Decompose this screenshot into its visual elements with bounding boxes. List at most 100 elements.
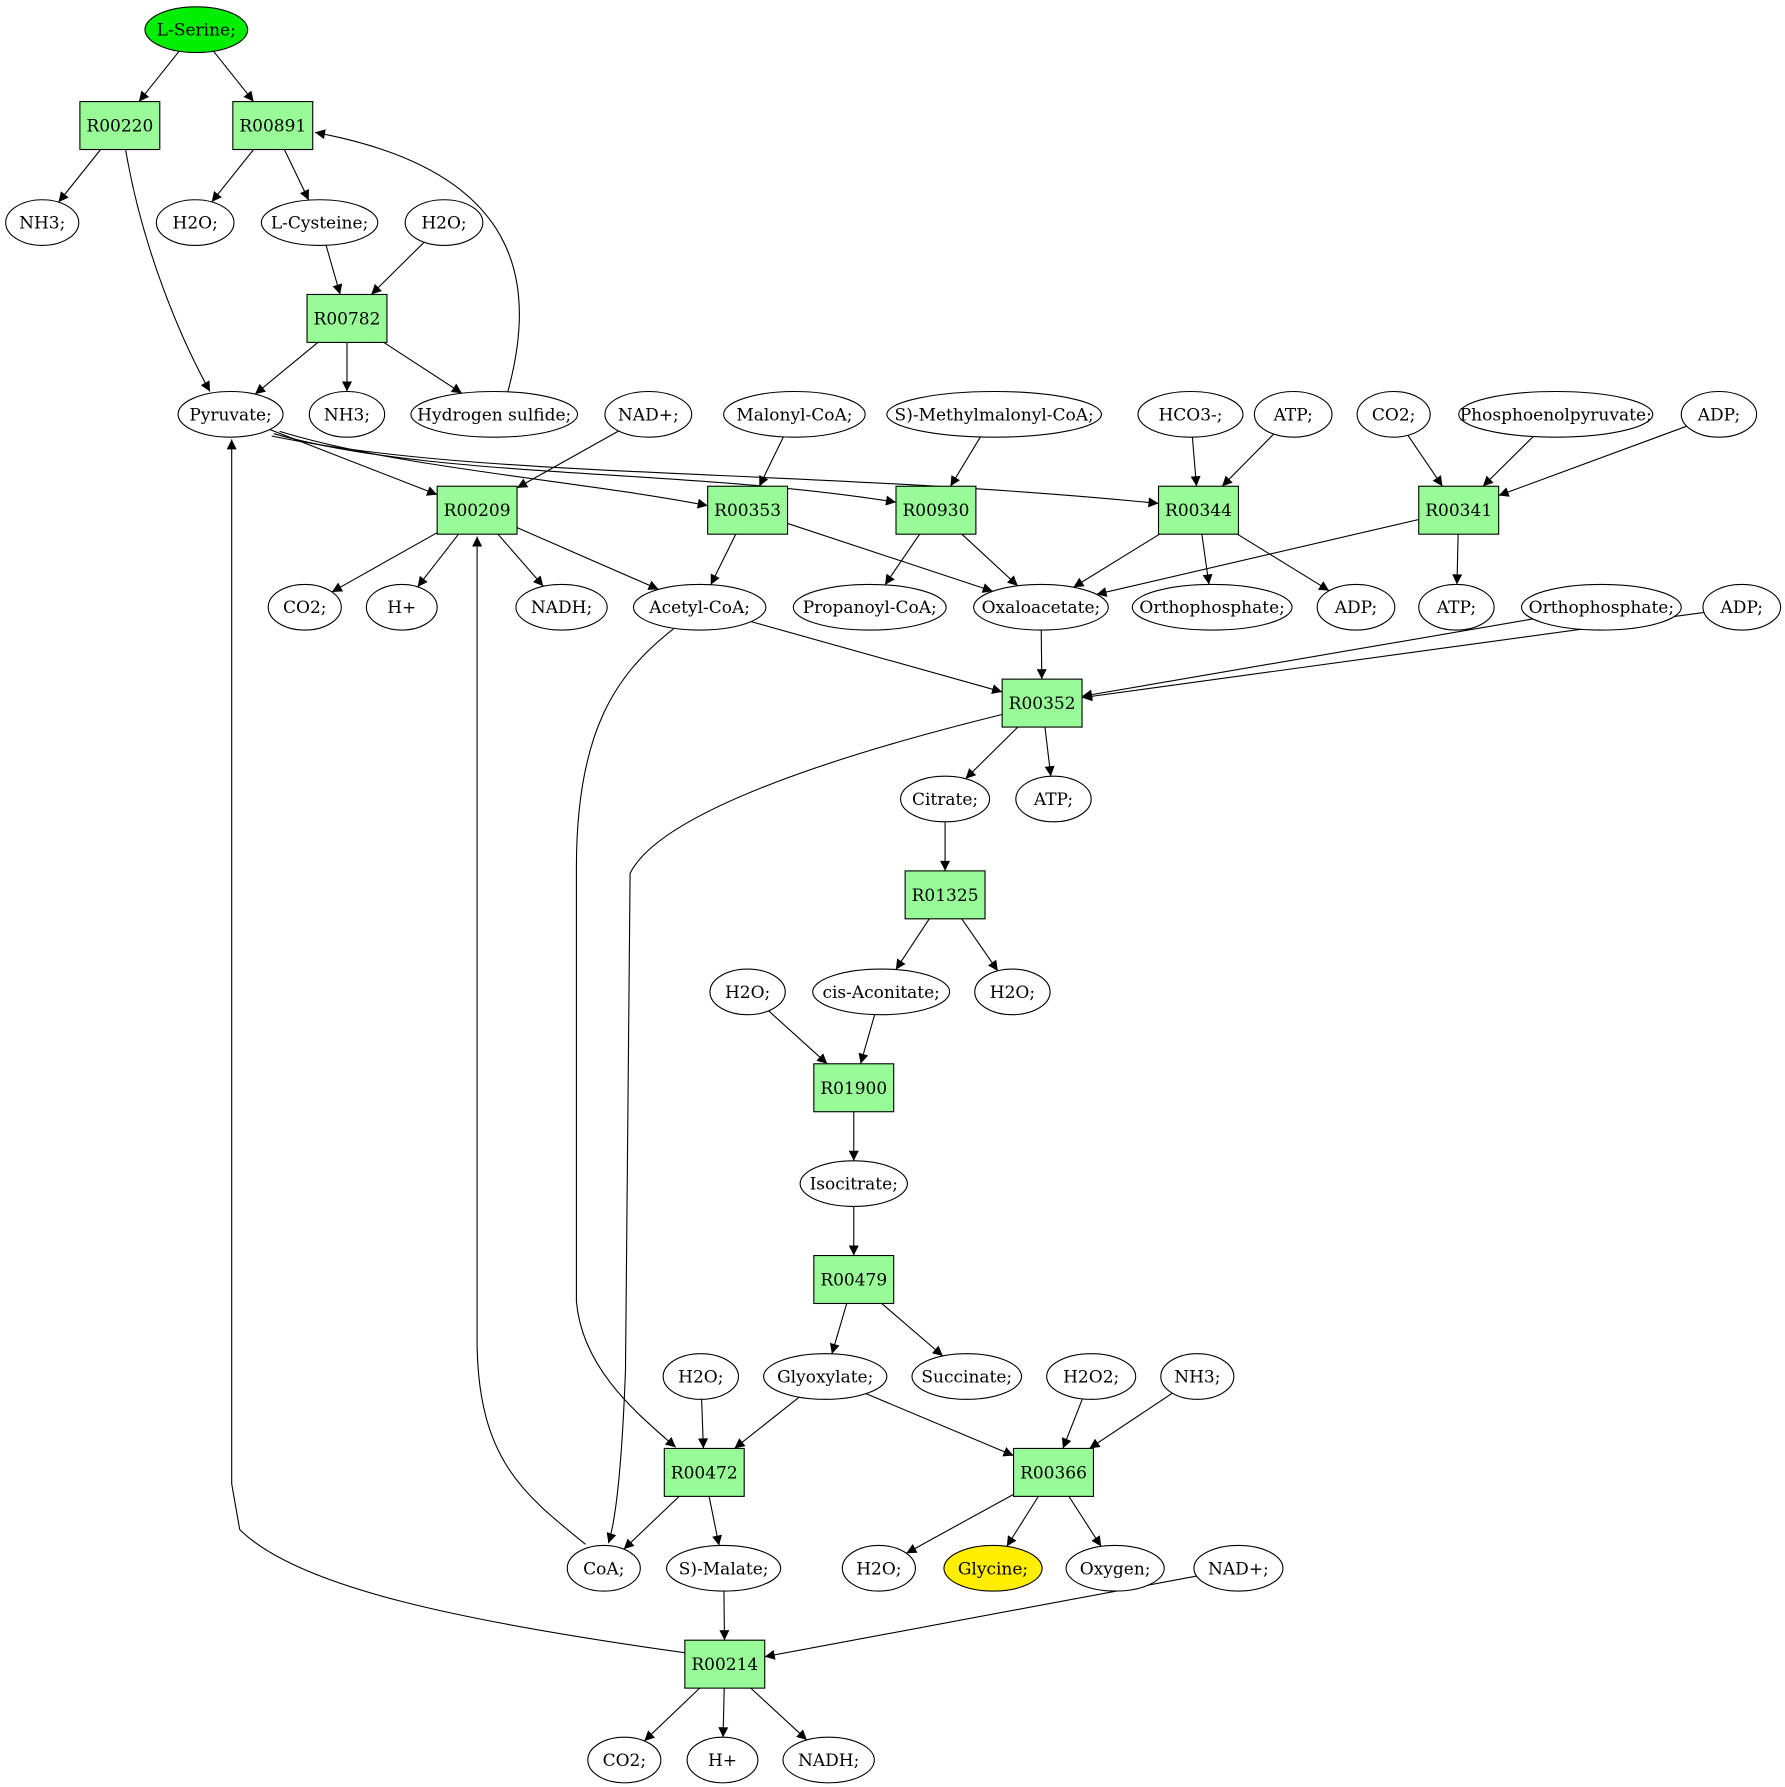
compound-node-co2_a[interactable]: CO2; bbox=[1356, 390, 1431, 438]
edge-r00353-c_oxaloacetate bbox=[787, 522, 993, 593]
compound-node-h2o_e[interactable]: H2O; bbox=[662, 1353, 740, 1400]
compound-node-nh3_b[interactable]: NH3; bbox=[308, 390, 386, 438]
compound-node-h2o_d[interactable]: H2O; bbox=[974, 968, 1051, 1016]
compound-ellipse bbox=[365, 583, 438, 631]
compound-ellipse bbox=[587, 1736, 662, 1784]
compound-node-co2_b[interactable]: CO2; bbox=[267, 583, 342, 631]
compound-ellipse bbox=[709, 968, 786, 1016]
reaction-node-r00353[interactable]: R00353 bbox=[707, 485, 789, 535]
compound-ellipse bbox=[566, 1544, 641, 1592]
compound-node-succinate[interactable]: Succinate; bbox=[911, 1353, 1023, 1400]
compound-node-pyruvate[interactable]: Pyruvate; bbox=[177, 390, 284, 438]
compound-label: NH3; bbox=[324, 405, 370, 425]
reaction-node-r00782[interactable]: R00782 bbox=[306, 293, 388, 343]
reaction-label: R00220 bbox=[86, 117, 153, 137]
compound-node-isocitrate[interactable]: Isocitrate; bbox=[799, 1160, 908, 1208]
reaction-node-r00344[interactable]: R00344 bbox=[1157, 485, 1239, 535]
compound-label: NADH; bbox=[798, 1751, 859, 1771]
compound-ellipse bbox=[1137, 390, 1244, 438]
reaction-node-r00472[interactable]: R00472 bbox=[663, 1447, 745, 1497]
compound-label: NAD+; bbox=[1208, 1559, 1269, 1579]
compound-node-oxaloacetate[interactable]: Oxaloacetate; bbox=[973, 583, 1109, 631]
edge-r00366-c_h2o_f bbox=[906, 1493, 1014, 1554]
reaction-box bbox=[813, 1063, 895, 1113]
compound-node-ortho_a[interactable]: Orthophosphate; bbox=[1131, 583, 1293, 631]
compound-node-acetylcoa[interactable]: Acetyl-CoA; bbox=[632, 583, 767, 631]
compound-node-pep[interactable]: Phosphoenolpyruvate; bbox=[1458, 390, 1654, 438]
compound-node-oxygen[interactable]: Oxygen; bbox=[1065, 1544, 1165, 1592]
compound-node-glycine[interactable]: Glycine; bbox=[943, 1544, 1043, 1592]
compound-node-h2o_a[interactable]: H2O; bbox=[155, 199, 235, 246]
compound-node-propanoylcoa[interactable]: Propanoyl-CoA; bbox=[792, 583, 947, 631]
reaction-node-r00220[interactable]: R00220 bbox=[79, 101, 161, 151]
compound-node-hplus_b[interactable]: H+ bbox=[686, 1736, 759, 1784]
compound-node-glyoxylate[interactable]: Glyoxylate; bbox=[763, 1353, 888, 1400]
reaction-node-r00479[interactable]: R00479 bbox=[813, 1254, 895, 1305]
compound-node-atp_b[interactable]: ATP; bbox=[1418, 583, 1495, 631]
compound-ellipse bbox=[911, 1353, 1023, 1400]
compound-node-nh3_c[interactable]: NH3; bbox=[1160, 1353, 1235, 1400]
compound-node-smalate[interactable]: S)-Malate; bbox=[666, 1544, 782, 1592]
compound-ellipse bbox=[1015, 775, 1092, 823]
compound-ellipse bbox=[974, 968, 1051, 1016]
compound-ellipse bbox=[1702, 583, 1782, 631]
compound-ellipse bbox=[973, 583, 1109, 631]
reaction-node-r01325[interactable]: R01325 bbox=[904, 870, 986, 920]
reaction-label: R00353 bbox=[714, 501, 781, 521]
compound-node-h2o2[interactable]: H2O2; bbox=[1046, 1353, 1137, 1400]
edge-pyruvate-r00344 bbox=[271, 435, 1159, 508]
edge-c_hco3-r00344 bbox=[1190, 437, 1201, 487]
compound-node-methylmalonylcoa[interactable]: S)-Methylmalonyl-CoA; bbox=[886, 390, 1103, 438]
compound-label: H2O; bbox=[678, 1368, 723, 1388]
reaction-node-r00366[interactable]: R00366 bbox=[1013, 1447, 1095, 1497]
compound-node-h2o_f[interactable]: H2O; bbox=[841, 1544, 916, 1592]
compound-node-ortho_b[interactable]: Orthophosphate; bbox=[1520, 583, 1682, 631]
edge-r00479-c_glyoxylate bbox=[829, 1303, 848, 1354]
reaction-node-r00930[interactable]: R00930 bbox=[895, 485, 977, 535]
compound-node-nadp_b[interactable]: NAD+; bbox=[1193, 1544, 1284, 1592]
reaction-node-r01900[interactable]: R01900 bbox=[813, 1063, 895, 1113]
compound-node-h2o_b[interactable]: H2O; bbox=[404, 199, 484, 246]
compound-node-nadp_a[interactable]: NAD+; bbox=[604, 390, 693, 438]
compound-label: Orthophosphate; bbox=[1139, 598, 1284, 618]
compound-node-h2s[interactable]: Hydrogen sulfide; bbox=[410, 390, 579, 438]
compound-node-citrate[interactable]: Citrate; bbox=[900, 775, 991, 823]
reaction-node-r00209[interactable]: R00209 bbox=[436, 485, 518, 535]
compound-node-malonylcoa[interactable]: Malonyl-CoA; bbox=[723, 390, 866, 438]
compound-node-hco3[interactable]: HCO3-; bbox=[1137, 390, 1244, 438]
compound-node-atp_a[interactable]: ATP; bbox=[1253, 390, 1333, 438]
reaction-node-r00891[interactable]: R00891 bbox=[232, 101, 314, 151]
compound-label: S)-Malate; bbox=[679, 1559, 769, 1579]
edge-r00366-c_oxygen bbox=[1068, 1496, 1102, 1547]
compound-ellipse bbox=[763, 1353, 888, 1400]
compound-ellipse bbox=[5, 199, 80, 246]
compound-node-adp_c[interactable]: ADP; bbox=[1702, 583, 1782, 631]
compound-node-nadh_b[interactable]: NADH; bbox=[782, 1736, 875, 1784]
compound-node-coa[interactable]: CoA; bbox=[566, 1544, 641, 1592]
reaction-box bbox=[684, 1639, 766, 1689]
compound-node-nh3_a[interactable]: NH3; bbox=[5, 199, 80, 246]
compound-node-serine[interactable]: L-Serine; bbox=[144, 6, 249, 54]
reaction-label: R00472 bbox=[671, 1463, 738, 1483]
compound-node-cysteine[interactable]: L-Cysteine; bbox=[260, 199, 379, 246]
reaction-box bbox=[707, 485, 789, 535]
compound-ellipse bbox=[410, 390, 579, 438]
compound-node-adp_b[interactable]: ADP; bbox=[1316, 583, 1396, 631]
compound-node-cisaconitate[interactable]: cis-Aconitate; bbox=[812, 968, 951, 1016]
compound-node-atp_c[interactable]: ATP; bbox=[1015, 775, 1092, 823]
compound-label: CO2; bbox=[1372, 405, 1416, 425]
compound-ellipse bbox=[943, 1544, 1043, 1592]
reaction-node-r00214[interactable]: R00214 bbox=[684, 1639, 766, 1689]
compound-label: NAD+; bbox=[618, 405, 679, 425]
reaction-node-r00352[interactable]: R00352 bbox=[1001, 678, 1083, 728]
compound-node-adp_a[interactable]: ADP; bbox=[1680, 390, 1758, 438]
edge-r00472-c_smalate bbox=[708, 1496, 722, 1546]
compound-node-hplus_a[interactable]: H+ bbox=[365, 583, 438, 631]
reaction-node-r00341[interactable]: R00341 bbox=[1418, 485, 1500, 535]
compound-label: Oxygen; bbox=[1080, 1559, 1151, 1579]
compound-node-co2_c[interactable]: CO2; bbox=[587, 1736, 662, 1784]
edge-c_ortho_b-r00352 bbox=[1081, 618, 1533, 700]
compound-node-nadh_a[interactable]: NADH; bbox=[515, 583, 608, 631]
compound-node-h2o_c[interactable]: H2O; bbox=[709, 968, 786, 1016]
edge-c_serine-r00891 bbox=[213, 50, 255, 102]
